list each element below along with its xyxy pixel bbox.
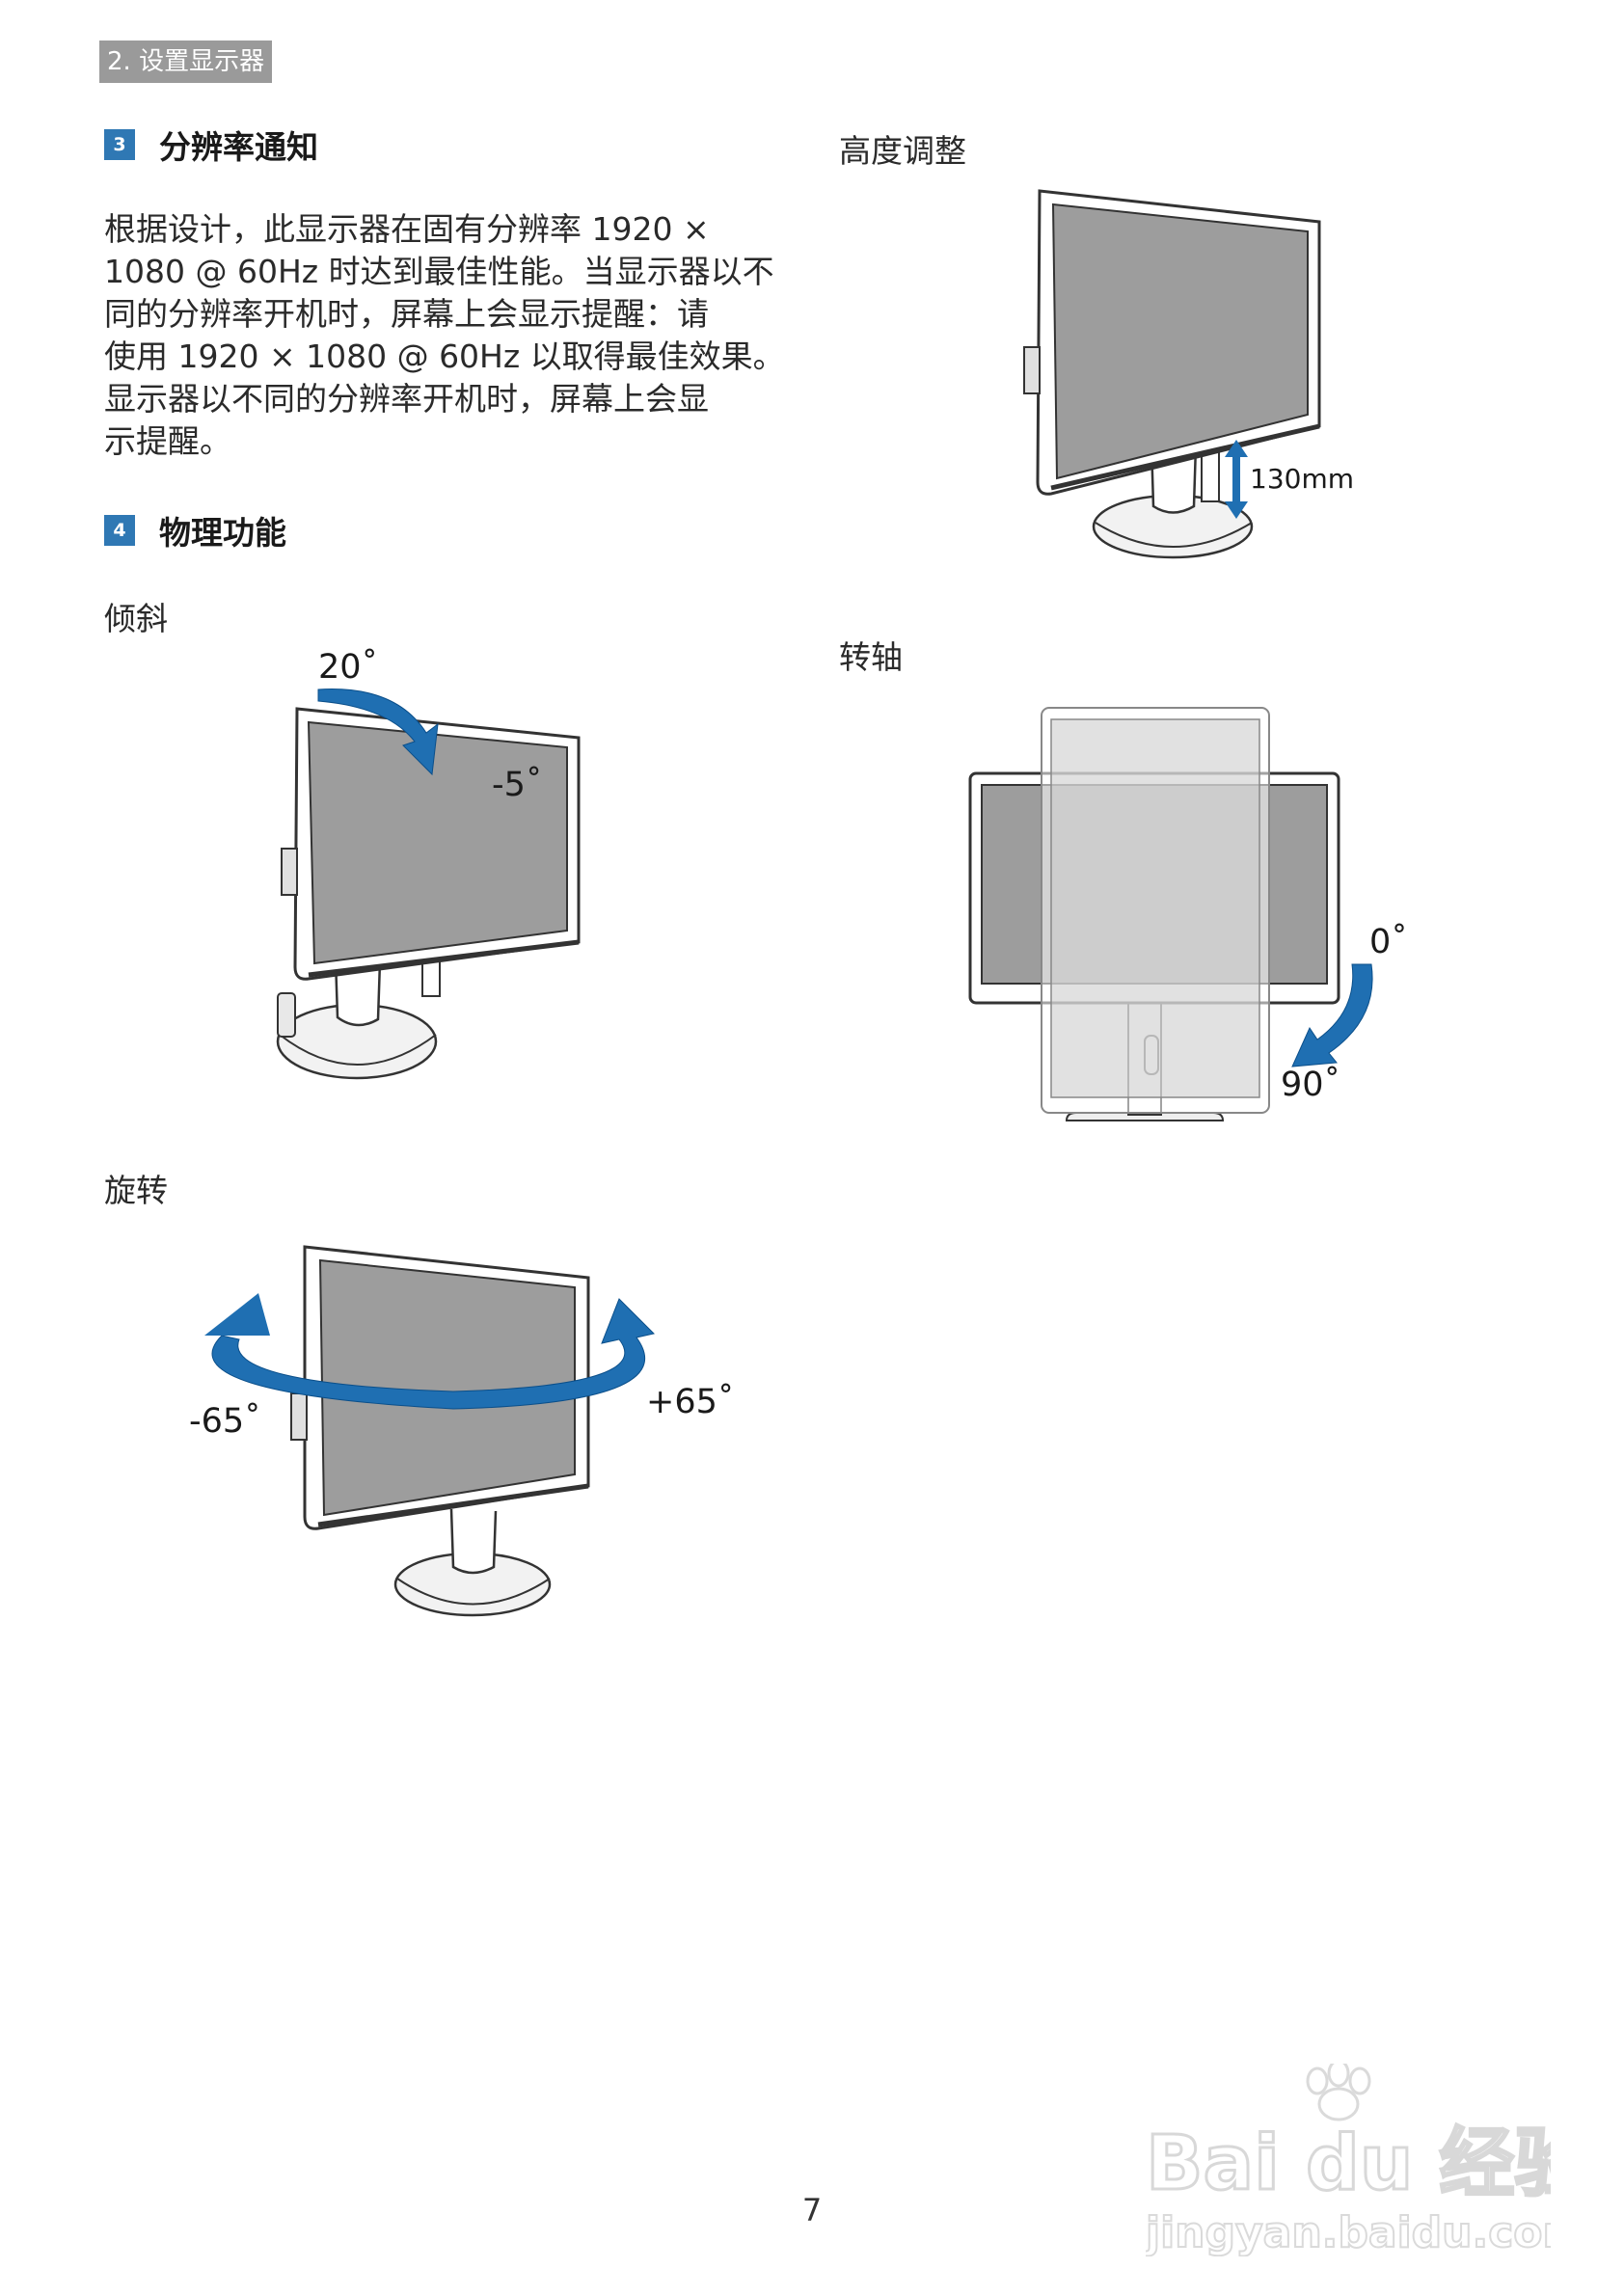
- section-number-badge: 3: [104, 129, 135, 160]
- height-range-label: 130mm: [1250, 463, 1354, 495]
- paragraph-line: 1080 @ 60Hz 时达到最佳性能。当显示器以不: [104, 253, 774, 290]
- tilt-figure: 20˚ -5˚: [174, 641, 617, 1094]
- pivot-figure: 0˚ 90˚: [955, 694, 1408, 1138]
- monitor-illustration: [1023, 189, 1321, 559]
- watermark-main: Bai du 经验: [1146, 2120, 1551, 2207]
- height-arrow: [1225, 440, 1248, 519]
- pivot-start-label: 0˚: [1369, 922, 1408, 961]
- tilt-arrow: [317, 689, 439, 776]
- pivot-end-label: 90˚: [1281, 1065, 1340, 1104]
- section-3-heading: 3 分辨率通知: [104, 125, 318, 166]
- chapter-tag: 2. 设置显示器: [99, 41, 273, 83]
- swivel-figure: -65˚ +65˚: [183, 1239, 743, 1625]
- section-4-heading: 4 物理功能: [104, 511, 286, 552]
- paragraph-line: 同的分辨率开机时，屏幕上会显示提醒：请: [104, 295, 709, 333]
- paragraph-line: 使用 1920 × 1080 @ 60Hz 以取得最佳效果。: [104, 338, 785, 375]
- swivel-heading: 旋转: [104, 1172, 168, 1209]
- page-number: 7: [801, 2192, 823, 2228]
- watermark: Bai du 经验 jingyan.baidu.com: [1143, 2059, 1591, 2258]
- resolution-notice-text: 根据设计，此显示器在固有分辨率 1920 × 1080 @ 60Hz 时达到最佳…: [104, 208, 803, 463]
- paragraph-line: 根据设计，此显示器在固有分辨率 1920 ×: [104, 210, 710, 248]
- watermark-url: jingyan.baidu.com: [1146, 2208, 1551, 2256]
- tilt-up-label: 20˚: [318, 647, 378, 687]
- tilt-heading: 倾斜: [104, 600, 168, 637]
- height-heading: 高度调整: [839, 132, 966, 170]
- paragraph-line: 显示器以不同的分辨率开机时，屏幕上会显: [104, 380, 709, 418]
- monitor-illustration: [276, 707, 581, 1080]
- swivel-left-label: -65˚: [189, 1401, 261, 1441]
- height-figure: 130mm: [1022, 183, 1369, 579]
- pivot-heading: 转轴: [839, 638, 903, 676]
- swivel-right-label: +65˚: [646, 1382, 734, 1421]
- paragraph-line: 示提醒。: [104, 422, 231, 460]
- monitor-illustration: [290, 1245, 590, 1617]
- swivel-arrow: [211, 1298, 655, 1410]
- paw-icon: [1306, 2059, 1371, 2121]
- section-title: 物理功能: [159, 514, 286, 552]
- section-number-badge: 4: [104, 515, 135, 546]
- pivot-arrow: [1291, 963, 1373, 1067]
- tilt-down-label: -5˚: [492, 765, 542, 804]
- section-title: 分辨率通知: [159, 128, 318, 166]
- monitor-illustration: [968, 707, 1340, 1121]
